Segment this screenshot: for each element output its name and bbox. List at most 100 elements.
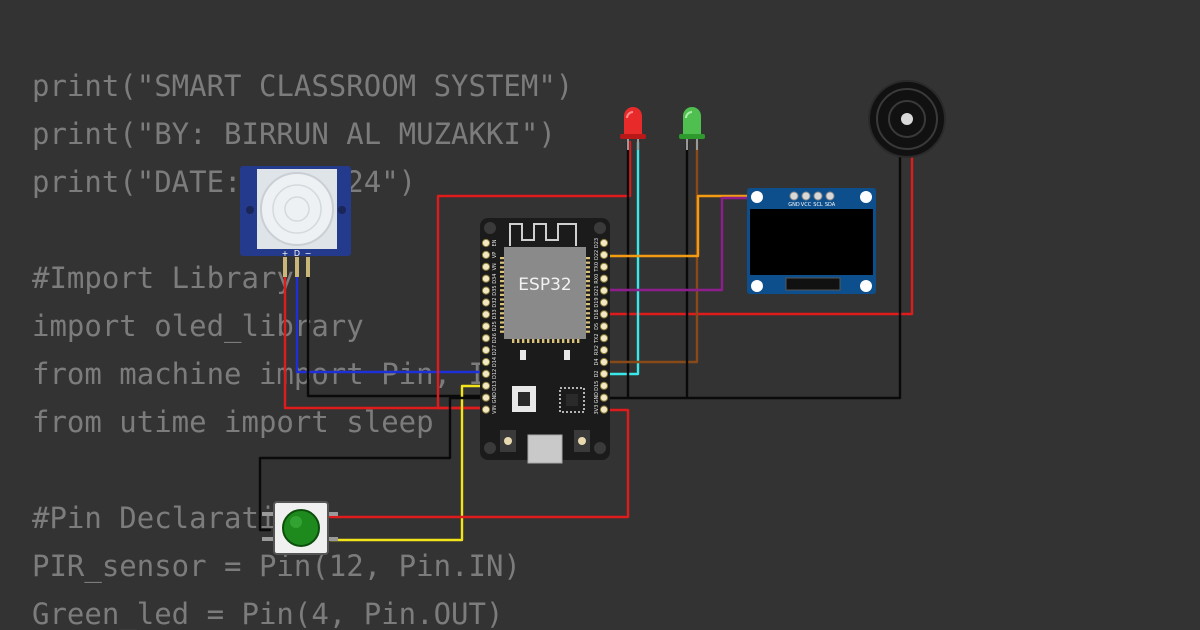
usb-uart-chip-body — [566, 394, 578, 406]
left-pin-d33[interactable] — [481, 310, 491, 319]
pin-label: RX2 — [594, 345, 600, 355]
right-pin-d23[interactable] — [599, 238, 609, 248]
module-pad — [500, 289, 504, 292]
led-green[interactable] — [679, 107, 705, 150]
module-pad — [547, 339, 550, 343]
pin-label: D12 — [492, 369, 498, 379]
esp32-module-shield — [504, 247, 586, 339]
right-pin-d19[interactable] — [599, 298, 609, 307]
pin-label: GND — [594, 392, 600, 404]
module-pad — [542, 339, 545, 343]
pin-label: D13 — [492, 381, 498, 391]
led-red[interactable] — [620, 107, 646, 150]
pin-label: D19 — [594, 297, 600, 307]
right-pin-gnd[interactable] — [599, 393, 609, 402]
esp32-antenna — [509, 223, 577, 246]
led-red-rim — [620, 134, 646, 139]
wire-red-led[interactable] — [602, 140, 640, 376]
wire-pir-gnd[interactable] — [306, 258, 488, 398]
module-pad — [562, 339, 565, 343]
left-pin-vp[interactable] — [481, 250, 491, 259]
pir-pin[interactable] — [283, 257, 287, 277]
module-pad — [567, 339, 570, 343]
module-pad — [527, 339, 530, 343]
wire-buzzer-gnd[interactable] — [685, 148, 902, 400]
right-pin-d15[interactable] — [599, 381, 609, 390]
usb-connector[interactable] — [527, 434, 563, 464]
left-pin-vn[interactable] — [481, 262, 491, 271]
oled-ribbon — [785, 277, 841, 291]
pir-pin[interactable] — [306, 257, 310, 277]
pir-pin-label: + — [282, 249, 289, 258]
left-pin-d13[interactable] — [481, 381, 491, 390]
oled-pin-scl[interactable] — [813, 191, 823, 201]
left-pin-en[interactable] — [481, 238, 491, 248]
module-pad — [586, 316, 590, 319]
oled-display[interactable]: GND VCC SCL SDA — [747, 188, 876, 294]
right-pin-d18[interactable] — [599, 310, 609, 319]
en-button-cap[interactable] — [504, 437, 512, 445]
oled-pin-gnd[interactable] — [789, 191, 799, 201]
wire-button-gnd[interactable] — [258, 396, 488, 532]
oled-pin-vcc[interactable] — [801, 191, 811, 201]
left-pin-d26[interactable] — [481, 334, 491, 343]
pin-label: D22 — [594, 250, 600, 260]
pin-label: D25 — [492, 321, 498, 331]
module-pad — [512, 339, 515, 343]
right-pin-3v3[interactable] — [599, 405, 609, 414]
right-pin-tx0[interactable] — [599, 262, 609, 271]
buzzer[interactable] — [868, 80, 946, 158]
module-pad — [586, 280, 590, 283]
left-pin-d27[interactable] — [481, 346, 491, 355]
left-pin-d14[interactable] — [481, 357, 491, 367]
right-pin-header: D23D22TX0RX0D21D19D18D5TX2RX2D4D2D15GND3… — [594, 238, 609, 414]
right-pin-rx0[interactable] — [599, 274, 609, 283]
right-pin-d5[interactable] — [599, 322, 609, 331]
push-button[interactable] — [262, 501, 338, 555]
pir-sensor[interactable]: + D − — [240, 166, 351, 277]
wire-button-power[interactable] — [328, 408, 630, 519]
oled-pin-sda[interactable] — [825, 191, 835, 201]
button-cap[interactable] — [282, 509, 320, 547]
left-pin-d34[interactable] — [481, 274, 491, 283]
buzzer-ring — [876, 88, 938, 150]
esp32-mount-hole — [484, 442, 496, 454]
left-pin-d12[interactable] — [481, 369, 491, 378]
wire-red-led-loop[interactable] — [436, 140, 632, 410]
wire-buzzer-signal[interactable] — [602, 148, 914, 316]
module-pad — [517, 339, 520, 343]
left-pin-d25[interactable] — [481, 322, 491, 331]
left-pin-d32[interactable] — [481, 298, 491, 307]
module-pad — [500, 303, 504, 306]
pin-label: VIN — [492, 405, 498, 414]
wire-green-led[interactable] — [602, 140, 699, 364]
esp32-board[interactable]: ESP32 ENVPVND34D35D32D33D25D26D27D14D12D… — [480, 218, 610, 464]
module-pad — [500, 270, 504, 273]
pir-pin[interactable] — [295, 257, 299, 277]
right-pin-d4[interactable] — [599, 357, 609, 367]
module-pad — [500, 316, 504, 319]
right-pin-d21[interactable] — [599, 286, 609, 295]
module-pad — [586, 293, 590, 296]
module-pad — [586, 307, 590, 310]
wire-pir-data[interactable] — [295, 258, 488, 374]
right-pin-rx2[interactable] — [599, 346, 609, 355]
pin-label: EN — [492, 239, 498, 246]
module-pad — [500, 280, 504, 283]
left-pin-d35[interactable] — [481, 286, 491, 295]
module-pad — [557, 339, 560, 343]
code-line: PIR_sensor = Pin(12, Pin.IN) — [32, 549, 521, 583]
right-pin-d22[interactable] — [599, 250, 609, 259]
pin-label: D35 — [492, 285, 498, 295]
boot-button-cap[interactable] — [578, 437, 586, 445]
pin-label: D21 — [594, 285, 600, 295]
right-pin-d2[interactable] — [599, 369, 609, 378]
left-pin-gnd[interactable] — [481, 393, 491, 402]
wire-button-signal[interactable] — [328, 384, 488, 542]
wire-pir-vcc[interactable] — [283, 258, 488, 410]
left-pin-vin[interactable] — [481, 405, 491, 414]
module-pad — [500, 261, 504, 264]
module-pad — [537, 339, 540, 343]
right-pin-tx2[interactable] — [599, 334, 609, 343]
